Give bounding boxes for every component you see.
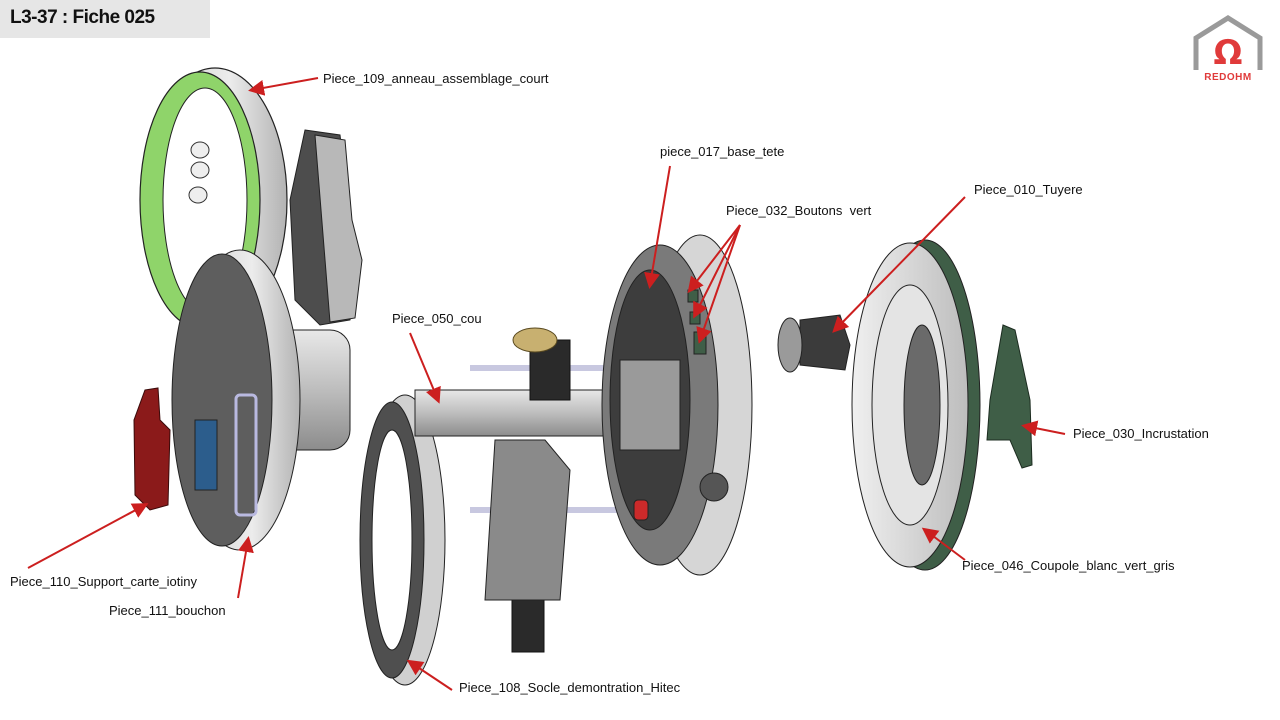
title-bar: L3-37 : Fiche 025 xyxy=(0,0,210,38)
part-046-dome xyxy=(851,239,981,571)
arrow-032a xyxy=(687,224,741,294)
svg-text:Ω: Ω xyxy=(1214,33,1243,73)
label-piece-030: Piece_030_Incrustation xyxy=(1073,426,1209,441)
arrow-111 xyxy=(237,536,254,599)
arrow-030 xyxy=(1021,420,1066,437)
callout-arrows xyxy=(27,77,1066,691)
label-piece-032: Piece_032_Boutons vert xyxy=(726,203,872,218)
arrow-108 xyxy=(406,659,453,691)
label-piece-046: Piece_046_Coupole_blanc_vert_gris xyxy=(962,558,1175,573)
label-piece-017: piece_017_base_tete xyxy=(660,144,785,159)
arrow-050 xyxy=(409,332,441,404)
arrow-032b xyxy=(693,224,741,319)
arrow-017 xyxy=(644,165,671,289)
arrow-110 xyxy=(27,503,149,569)
arrow-032c xyxy=(696,224,741,344)
label-piece-010: Piece_010_Tuyere xyxy=(974,182,1083,197)
logo-text: REDOHM xyxy=(1204,72,1252,83)
house-omega-icon: Ω xyxy=(1193,15,1263,73)
label-piece-108: Piece_108_Socle_demontration_Hitec xyxy=(459,680,681,695)
page-title: L3-37 : Fiche 025 xyxy=(10,7,155,28)
arrow-109 xyxy=(248,77,319,96)
label-piece-110: Piece_110_Support_carte_iotiny xyxy=(10,574,197,589)
part-010-nozzle xyxy=(777,314,851,373)
label-piece-109: Piece_109_anneau_assemblage_court xyxy=(323,71,549,86)
arrow-046 xyxy=(921,527,966,561)
part-030-inlay xyxy=(986,324,1033,469)
part-017-head-base xyxy=(601,234,753,576)
part-bracket-plate xyxy=(289,129,363,326)
label-piece-111: Piece_111_bouchon xyxy=(109,603,226,618)
arrow-010 xyxy=(832,196,966,333)
part-110-support xyxy=(133,387,171,511)
part-108-socle xyxy=(359,394,446,686)
redohm-logo: Ω REDOHM xyxy=(1190,14,1266,88)
label-piece-050: Piece_050_cou xyxy=(392,311,482,326)
